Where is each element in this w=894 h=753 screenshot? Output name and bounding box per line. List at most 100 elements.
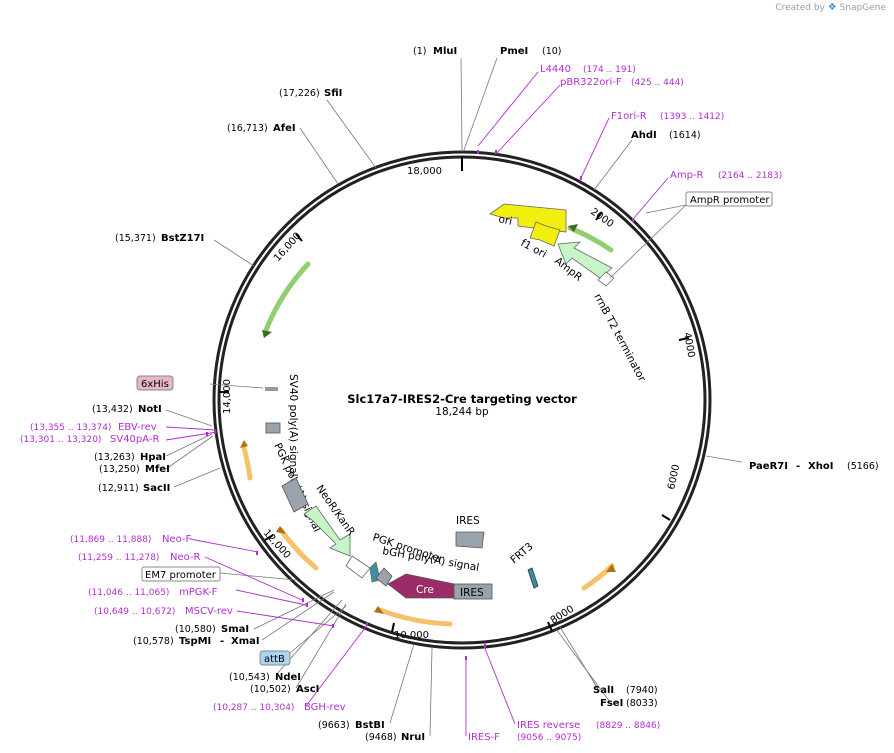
neo-f-label: Neo-F (162, 534, 192, 545)
snapgene-credit: Created by ❖ SnapGene (775, 2, 886, 13)
mfei-pos: (13,250) (99, 464, 140, 475)
neor-kanr-feature (303, 505, 351, 557)
l4440-label: L4440 (540, 64, 571, 75)
fsei-pos: (8033) (626, 698, 658, 709)
orf-arc-orange-1 (241, 445, 253, 481)
6xhis-box-label: 6xHis (141, 379, 169, 390)
paer7i-sep: - (796, 461, 800, 472)
em7-promoter-box: EM7 promoter (141, 566, 221, 582)
ampr-promoter-box: AmpR promoter (685, 191, 773, 207)
tick-marks (219, 157, 690, 633)
ampr-promoter-box-label: AmpR promoter (690, 195, 770, 206)
ires-top-feature (455, 531, 485, 549)
sv40pa-r-label: SV40pA-R (110, 434, 159, 445)
tick-label-6000: 6000 (666, 463, 682, 490)
credit-label: Created by (775, 3, 825, 13)
ires-box-feature (453, 583, 493, 600)
ires-reverse-label: IRES reverse (517, 720, 580, 731)
sfii-label: SfiI (324, 88, 342, 99)
f1ori-r-range: (1393 .. 1412) (660, 112, 724, 122)
mlui-pos: (1) (413, 46, 426, 57)
smai-label: SmaI (221, 624, 249, 635)
tick-label-18000: 18,000 (407, 166, 442, 177)
noti-pos: (13,432) (92, 404, 133, 415)
fsei-label: FseI (600, 698, 623, 709)
sv40pa-r-range: (13,301 .. 13,320) (20, 435, 101, 445)
nrui-label: NruI (401, 732, 425, 743)
pgk-promoter-feature (345, 555, 371, 579)
mscv-rev-range: (10,649 .. 10,672) (94, 607, 175, 617)
attb-box-label: attB (264, 654, 285, 665)
pgk-polya-feature (281, 477, 309, 513)
mpgk-f-range: (11,046 .. 11,065) (88, 588, 169, 598)
orf-arc-green-left (263, 261, 311, 333)
pbr322ori-label: pBR322ori-F (560, 77, 622, 88)
tspmi-sep: - (220, 636, 224, 647)
sali-pos: (7940) (626, 685, 658, 696)
6xhis-box: 6xHis (136, 375, 174, 391)
ebv-rev-range: (13,355 .. 13,374) (30, 423, 111, 433)
tick-label-10000: 10,000 (394, 630, 429, 641)
afei-label: AfeI (273, 123, 296, 134)
ires-f-label: IRES-F (468, 732, 500, 743)
ires-f-range: (9056 .. 9075) (517, 733, 581, 743)
primer-ticks (206, 150, 634, 660)
nrui-pos: (9468) (365, 732, 397, 743)
ires-reverse-range: (8829 .. 8846) (596, 721, 660, 731)
frt3-feature (527, 567, 539, 589)
snapgene-logo-icon: ❖ (827, 2, 837, 13)
cre-label: Cre (416, 584, 434, 596)
mpgk-f-label: mPGK-F (179, 587, 218, 598)
bgh-rev-label: BGH-rev (304, 702, 346, 713)
credit-brand: SnapGene (839, 3, 886, 13)
neo-r-range: (11,259 .. 11,278) (78, 553, 159, 563)
tspmi-pos: (10,578) (133, 636, 174, 647)
orf-arc-orange-3 (377, 607, 453, 627)
mlui-label: MluI (433, 46, 457, 57)
asci-label: AscI (296, 684, 319, 695)
afei-pos: (16,713) (227, 123, 268, 134)
enzyme-leader-lines (165, 57, 743, 737)
hpai-pos: (13,263) (94, 452, 135, 463)
em7-promoter-box-label: EM7 promoter (145, 570, 217, 581)
ahdi-pos: (1614) (669, 130, 701, 141)
bstbi-pos: (9663) (318, 720, 350, 731)
ebv-rev-label: EBV-rev (118, 422, 157, 433)
sv40-polya-label: SV40 poly(A) signal (287, 374, 299, 477)
amp-r-range: (2164 .. 2183) (718, 171, 782, 181)
sv40-polya-feature (265, 422, 281, 434)
ori-label: ori (497, 213, 513, 228)
tick-label-4000: 4000 (681, 332, 696, 359)
xmai-label: XmaI (231, 636, 260, 647)
6xhis-feature (265, 387, 278, 391)
sacii-pos: (12,911) (98, 483, 139, 494)
tspmi-label: TspMI (179, 636, 211, 647)
ires-top-label: IRES (456, 515, 480, 527)
ampr-promoter-feature (597, 271, 615, 287)
orf-arc-green-right (567, 225, 614, 253)
sali-label: SalI (593, 685, 614, 696)
bgh-polya-feature (375, 567, 393, 587)
xhoi-label: XhoI (808, 461, 833, 472)
ampr-promoter-line (645, 204, 687, 214)
tick-label-14000: 14,000 (222, 379, 233, 414)
ires-box-label: IRES (460, 587, 484, 599)
f1ori-r-label: F1ori-R (611, 111, 647, 122)
noti-label: NotI (138, 404, 162, 415)
pmei-pos: (10) (542, 46, 562, 57)
neo-r-label: Neo-R (170, 552, 201, 563)
map-size: 18,244 bp (435, 406, 489, 418)
rrnb-terminator-label: rrnB T2 terminator (591, 292, 648, 384)
ndei-pos: (10,543) (229, 672, 270, 683)
bstz17i-label: BstZ17I (161, 233, 204, 244)
ahdi-label: AhdI (631, 130, 657, 141)
map-title: Slc17a7-IRES2-Cre targeting vector (347, 392, 577, 406)
orf-arrowheads (262, 224, 578, 338)
bstbi-label: BstBI (355, 720, 385, 731)
bgh-rev-range: (10,287 .. 10,304) (213, 703, 294, 713)
orf-arrowheads-orange (240, 440, 616, 614)
ampr-feature (557, 241, 613, 279)
f1-ori-feature (529, 221, 561, 247)
xhoi-pos: (5166) (847, 461, 879, 472)
